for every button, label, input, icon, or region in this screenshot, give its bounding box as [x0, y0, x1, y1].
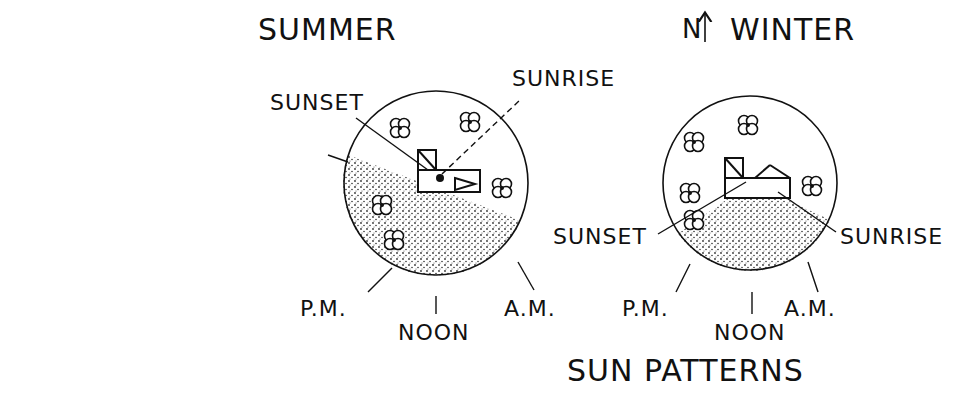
time-label: NOON [714, 322, 786, 344]
site-circle: SUMMER [343, 90, 529, 276]
north-label: N [682, 16, 702, 42]
sun-label: SUNRISE [840, 226, 943, 248]
sun-label: SUNSET [270, 92, 364, 114]
diagram-title: SUN PATTERNS [567, 356, 804, 386]
time-label: A.M. [504, 298, 556, 320]
season-heading: SUMMER [258, 15, 397, 45]
circle-outline [662, 95, 838, 271]
time-label: P.M. [300, 298, 347, 320]
time-label: A.M. [784, 298, 836, 320]
circle-outline [343, 90, 529, 276]
site-circle: WINTER [662, 95, 838, 271]
sun-label: SUNRISE [512, 68, 615, 90]
sun-label: SUNSET [553, 226, 647, 248]
time-label: P.M. [622, 298, 669, 320]
time-label: NOON [398, 322, 470, 344]
season-heading: WINTER [730, 15, 855, 45]
